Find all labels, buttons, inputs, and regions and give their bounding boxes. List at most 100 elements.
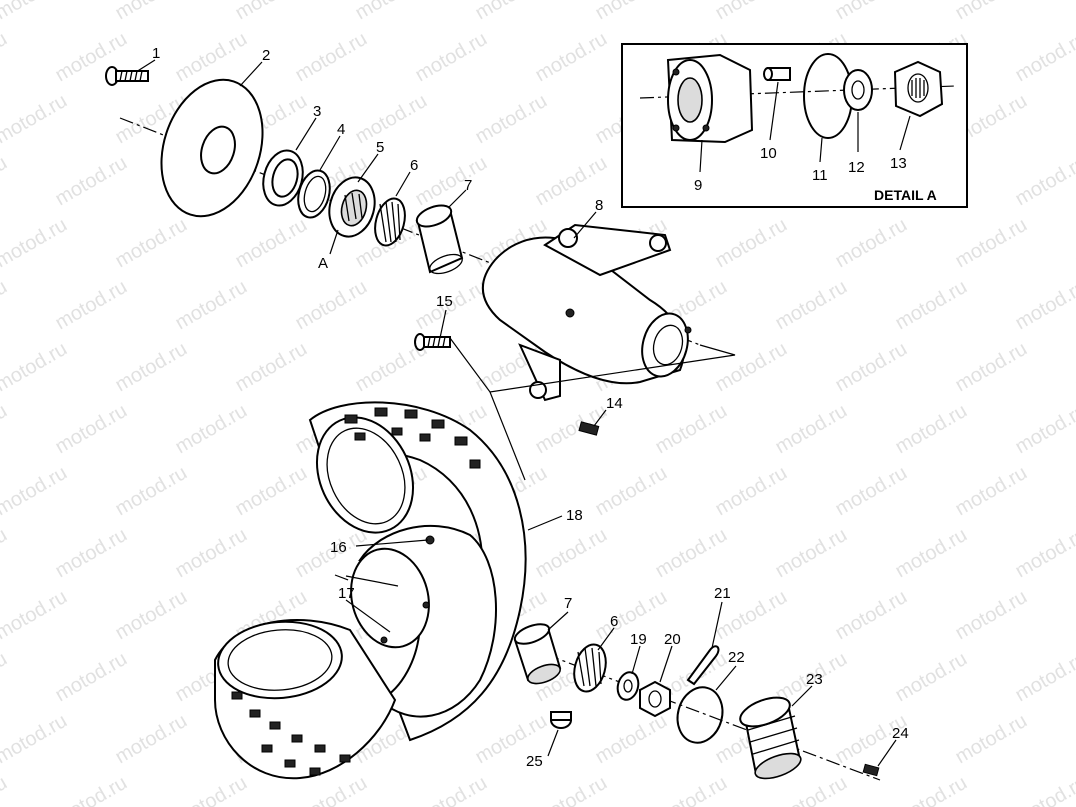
watermark-text: motod.ru <box>412 28 491 87</box>
part-24-screw <box>862 763 880 777</box>
watermark-text: motod.ru <box>712 0 791 24</box>
part-14-stud <box>578 421 600 436</box>
watermark-text: motod.ru <box>652 400 731 459</box>
detail-part-10-pin <box>763 67 791 81</box>
watermark-text: motod.ru <box>832 214 911 273</box>
callout-14: 14 <box>606 395 623 412</box>
watermark-text: motod.ru <box>532 524 611 583</box>
watermark-text: motod.ru <box>172 276 251 335</box>
callout-A: A <box>318 255 328 272</box>
watermark-text: motod.ru <box>232 214 311 273</box>
watermark-text: motod.ru <box>592 462 671 521</box>
watermark-text: motod.ru <box>112 0 191 24</box>
watermark-text: motod.ru <box>172 400 251 459</box>
watermark-text: motod.ru <box>832 0 911 24</box>
watermark-text: motod.ru <box>1012 648 1076 707</box>
part-25-nut <box>550 711 572 729</box>
detail-a-title: DETAIL A <box>874 187 937 203</box>
watermark-text: motod.ru <box>1012 276 1076 335</box>
detail-part-9-hub <box>666 53 754 144</box>
callout-18: 18 <box>566 507 583 524</box>
part-2-disc <box>160 78 264 218</box>
watermark-text: motod.ru <box>0 152 11 211</box>
watermark-text: motod.ru <box>592 710 671 769</box>
watermark-text: motod.ru <box>52 276 131 335</box>
watermark-text: motod.ru <box>952 462 1031 521</box>
watermark-text: motod.ru <box>0 400 11 459</box>
watermark-text: motod.ru <box>112 462 191 521</box>
watermark-text: motod.ru <box>532 400 611 459</box>
callout-25: 25 <box>526 753 543 770</box>
callout-6b: 6 <box>610 613 618 630</box>
watermark-text: motod.ru <box>112 338 191 397</box>
part-8-knuckle <box>481 223 692 402</box>
watermark-text: motod.ru <box>232 462 311 521</box>
part-6b-bearing <box>573 643 607 693</box>
watermark-text: motod.ru <box>172 772 251 807</box>
watermark-text: motod.ru <box>1012 28 1076 87</box>
watermark-text: motod.ru <box>292 276 371 335</box>
watermark-text: motod.ru <box>0 772 11 807</box>
detail-a-box <box>621 43 968 208</box>
watermark-text: motod.ru <box>892 276 971 335</box>
watermark-text: motod.ru <box>1072 90 1076 149</box>
watermark-text: motod.ru <box>952 710 1031 769</box>
part-20-nut <box>639 680 671 718</box>
part-23-hub-cap <box>739 696 802 780</box>
watermark-text: motod.ru <box>832 586 911 645</box>
callout-21: 21 <box>714 585 731 602</box>
callout-labels: 1 2 3 4 5 6 7 8 A 15 14 18 16 17 7 6 19 … <box>152 45 937 770</box>
part-18-tire-lower <box>214 619 397 780</box>
watermark-text: motod.ru <box>1012 772 1076 807</box>
watermark-text: motod.ru <box>0 524 11 583</box>
watermark-text: motod.ru <box>52 772 131 807</box>
watermark-text: motod.ru <box>832 338 911 397</box>
watermark-text: motod.ru <box>232 338 311 397</box>
callout-22: 22 <box>728 649 745 666</box>
watermark-text: motod.ru <box>0 338 71 397</box>
part-7-race <box>415 204 464 275</box>
callout-15: 15 <box>436 293 453 310</box>
watermark-text: motod.ru <box>1072 710 1076 769</box>
watermark-text: motod.ru <box>832 462 911 521</box>
part-22-oring <box>676 686 724 744</box>
watermark-text: motod.ru <box>0 214 71 273</box>
watermark-text: motod.ru <box>772 772 851 807</box>
watermark-text: motod.ru <box>52 152 131 211</box>
callout-17: 17 <box>338 585 355 602</box>
watermark-text: motod.ru <box>0 586 71 645</box>
watermark-text: motod.ru <box>412 772 491 807</box>
watermark-text: motod.ru <box>772 524 851 583</box>
callout-11: 11 <box>812 167 828 184</box>
callout-4: 4 <box>337 121 345 138</box>
watermark-text: motod.ru <box>712 338 791 397</box>
watermark-text: motod.ru <box>592 0 671 24</box>
watermark-text: motod.ru <box>0 276 11 335</box>
callout-1: 1 <box>152 45 160 62</box>
watermark-text: motod.ru <box>112 214 191 273</box>
watermark-text: motod.ru <box>892 772 971 807</box>
part-19-washer <box>616 671 640 701</box>
watermark-text: motod.ru <box>1012 152 1076 211</box>
detail-part-12-washer <box>843 69 873 111</box>
watermark-text: motod.ru <box>0 90 71 149</box>
callout-13: 13 <box>890 155 907 172</box>
part-21-cotter-pin <box>686 645 720 686</box>
callout-19: 19 <box>630 631 647 648</box>
watermark-text: motod.ru <box>892 648 971 707</box>
watermark-text: motod.ru <box>232 0 311 24</box>
part-17-wheel-rim <box>350 524 497 718</box>
watermark-text: motod.ru <box>952 214 1031 273</box>
callout-7b: 7 <box>564 595 572 612</box>
part-7b-race <box>513 623 562 685</box>
watermark-text: motod.ru <box>472 0 551 24</box>
watermark-text: motod.ru <box>652 524 731 583</box>
part-15-bolt <box>414 333 451 351</box>
part-4-washer <box>297 169 331 219</box>
watermark-text: motod.ru <box>0 710 71 769</box>
watermark-text: motod.ru <box>112 586 191 645</box>
watermark-text: motod.ru <box>52 648 131 707</box>
watermark-text: motod.ru <box>172 524 251 583</box>
part-1-bolt <box>105 66 149 86</box>
